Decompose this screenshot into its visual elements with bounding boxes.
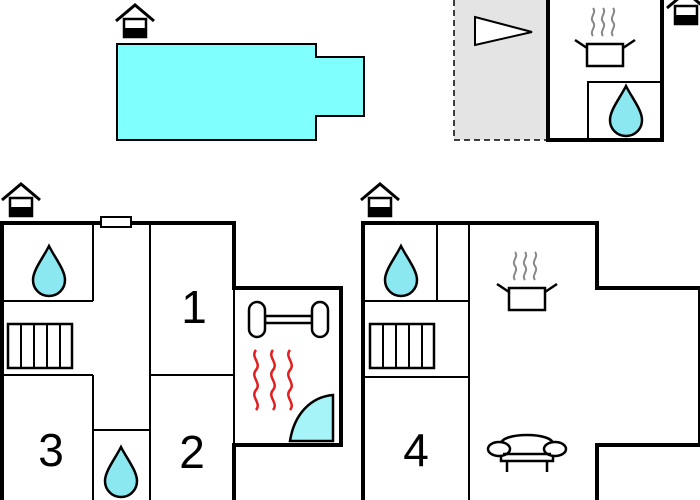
- dumbbell-icon: [247, 300, 330, 339]
- kitchen-partition-wall: [587, 81, 662, 138]
- pool: [116, 43, 365, 141]
- house-icon: [0, 182, 42, 218]
- terrace-area: [453, 0, 549, 141]
- house-icon: [114, 3, 156, 39]
- right-building-partitions: [363, 225, 470, 500]
- terrace-arrow-icon: [474, 15, 533, 47]
- shower-door-icon: [288, 393, 335, 443]
- room-label-bedroom-2: 2: [179, 426, 205, 478]
- stairs-icon: [6, 322, 74, 370]
- left-building-partitions: [2, 225, 235, 500]
- room-label-bedroom-3: 3: [38, 424, 64, 476]
- left-building-outer-wall: [0, 221, 343, 500]
- house-icon: [665, 0, 700, 26]
- window: [100, 216, 132, 228]
- sauna-heat-icon: [253, 349, 293, 411]
- room-label-bedroom-1: 1: [181, 281, 207, 333]
- kitchen-wing-walls: [546, 0, 664, 142]
- room-label-bedroom-4: 4: [403, 424, 429, 476]
- house-icon: [359, 182, 401, 218]
- right-building-outer-wall: [361, 221, 700, 500]
- stairs-icon: [368, 322, 436, 370]
- sofa-icon: [486, 433, 568, 472]
